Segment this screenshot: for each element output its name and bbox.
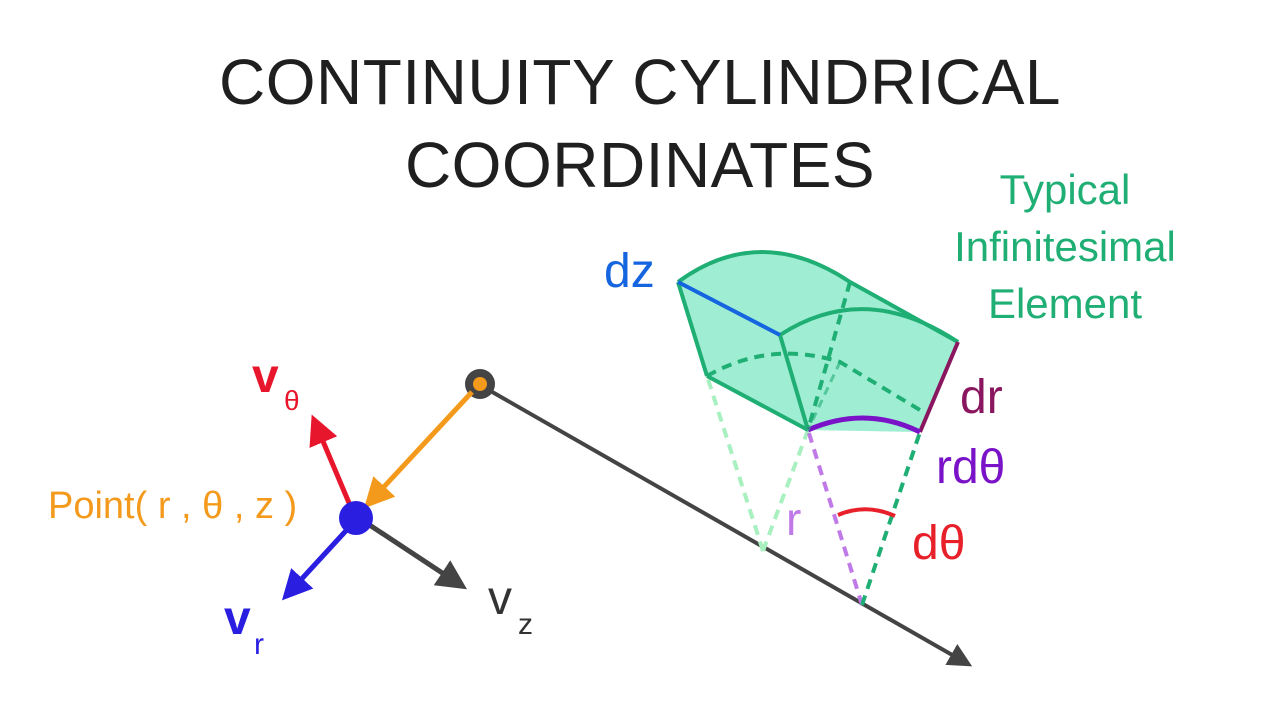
- v-theta-symbol: v: [252, 350, 279, 403]
- dz-edge: [677, 280, 781, 337]
- dtheta-arc: [837, 507, 896, 518]
- rdtheta-arc: [806, 415, 922, 435]
- point-label: Point( r , θ , z ): [48, 485, 297, 527]
- v-z-arrow: [360, 517, 468, 590]
- dr-edge: [918, 341, 960, 433]
- dz-label: dz: [604, 245, 655, 298]
- v-z-symbol: v: [488, 572, 512, 625]
- v-r-symbol: v: [224, 592, 251, 645]
- r-label: r: [786, 493, 801, 545]
- element-label-line-1: Typical: [1000, 166, 1131, 213]
- v-r-arrow: [281, 520, 356, 601]
- page-title-line-1: CONTINUITY CYLINDRICAL: [219, 46, 1061, 118]
- v-z-subscript: z: [518, 608, 533, 641]
- element-label-line-2: Infinitesimal: [954, 223, 1176, 270]
- dr-label: dr: [960, 371, 1003, 424]
- radial-axis-line: [479, 383, 973, 667]
- position-arrow: [363, 390, 474, 509]
- dtheta-label: dθ: [912, 517, 965, 570]
- radial-dash-light-green: [705, 375, 765, 552]
- element-label-line-3: Element: [988, 280, 1142, 327]
- page-title-line-2: COORDINATES: [404, 129, 876, 201]
- v-theta-arrow: [309, 414, 355, 511]
- radial-dash-light-green-2: [761, 429, 810, 552]
- v-r-subscript: r: [254, 628, 264, 661]
- infinitesimal-element: [676, 250, 960, 435]
- radial-dash-r: [806, 429, 864, 606]
- radial-dash-green: [860, 431, 922, 606]
- v-theta-subscript: θ: [284, 385, 300, 416]
- rdtheta-label: rdθ: [936, 441, 1005, 494]
- point-dot: [339, 501, 373, 535]
